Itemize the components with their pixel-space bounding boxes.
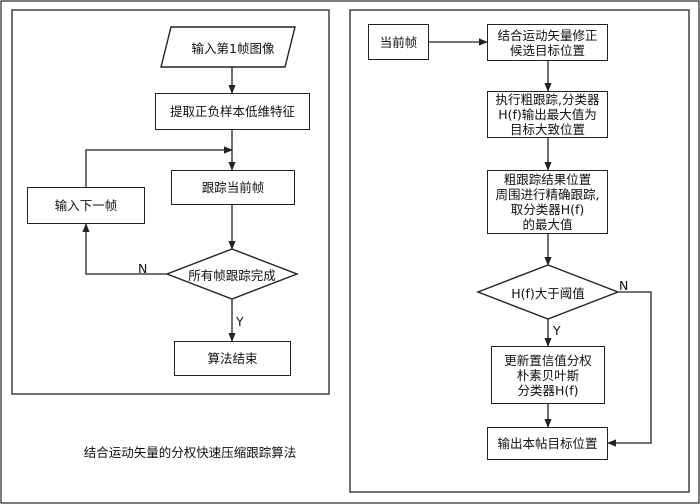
threshold-label: H(f)大于阈值: [511, 285, 585, 301]
input-frame-parallelogram: [160, 26, 296, 68]
arrow-decision-to-next: [82, 223, 167, 275]
right-no-label: N: [619, 278, 629, 293]
algorithm-end-box: 算法结束: [174, 341, 291, 376]
figure-caption: 结合运动矢量的分权快速压缩跟踪算法: [83, 445, 297, 460]
output-position-box: 输出本帖目标位置: [487, 427, 608, 460]
update-classifier-box: 更新置信值分权 朴素贝叶斯 分类器H(f): [491, 346, 605, 404]
arrow-decision-to-output: [607, 291, 652, 447]
coarse-tracking-box: 执行粗跟踪,分类器 H(f)输出最大值为 目标大致位置: [487, 91, 608, 138]
left-panel: [11, 9, 330, 395]
left-no-label: N: [138, 261, 148, 276]
input-next-frame-box: 输入下一帧: [27, 187, 145, 224]
left-yes-label: Y: [236, 314, 244, 329]
track-current-frame-box: 跟踪当前帧: [171, 170, 295, 205]
right-panel: [349, 9, 690, 493]
input-frame-label: 输入第1帧图像: [191, 40, 275, 56]
correct-candidate-box: 结合运动矢量修正 候选目标位置: [487, 24, 608, 61]
right-yes-label: Y: [553, 323, 561, 338]
all-frames-done-label: 所有帧跟踪完成: [188, 267, 276, 283]
current-frame-box: 当前帧: [368, 24, 429, 60]
fine-tracking-box: 粗跟踪结果位置 周围进行精确跟踪, 取分类器H(f) 的最大值: [487, 170, 608, 234]
arrow-next-to-track: [85, 146, 233, 187]
extract-features-box: 提取正负样本低维特征: [155, 93, 310, 130]
